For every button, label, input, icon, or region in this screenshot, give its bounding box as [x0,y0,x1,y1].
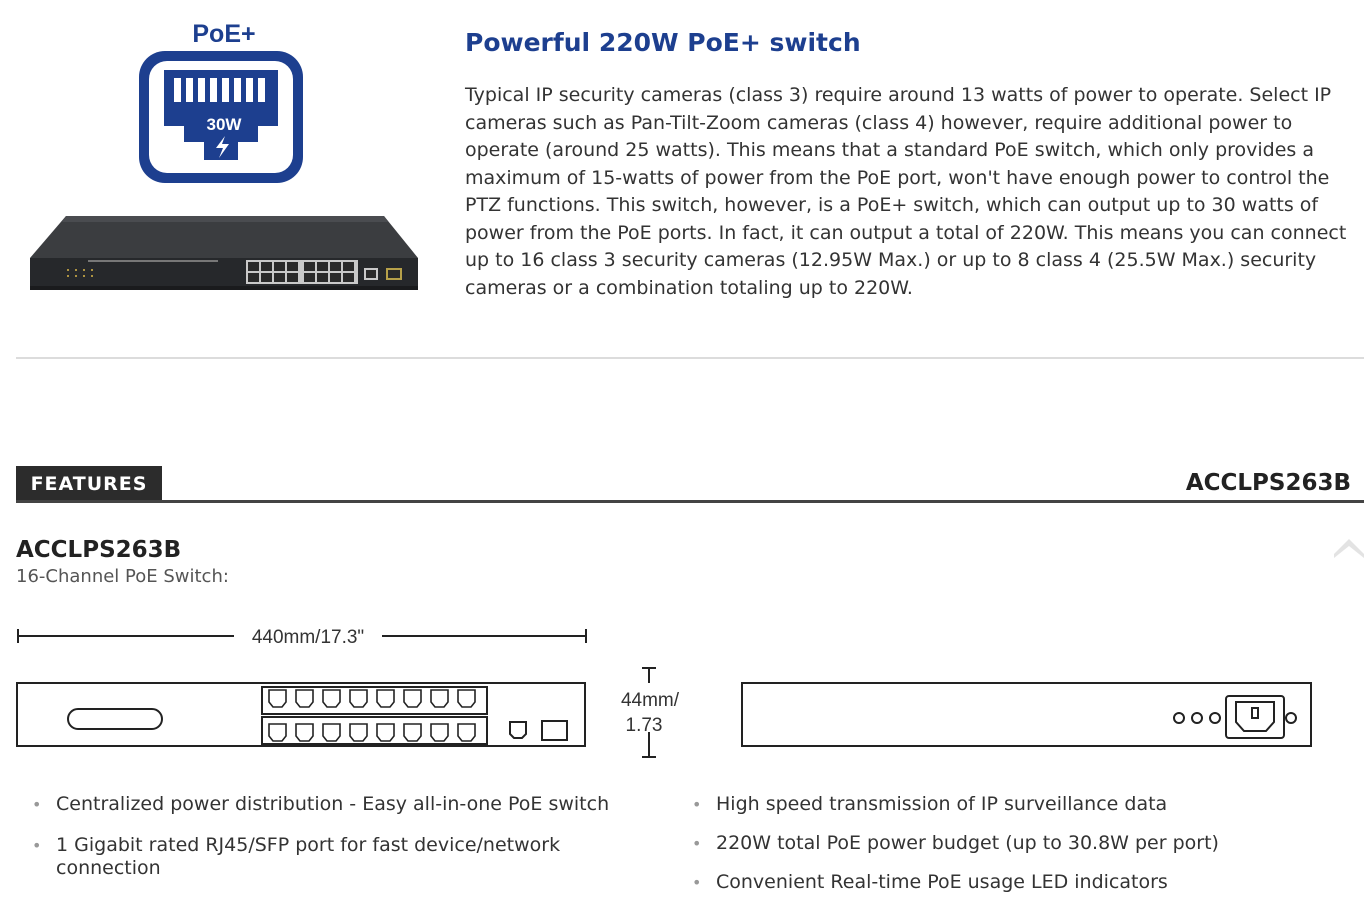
poe-plus-30w-icon: PoE+ 30W [139,20,303,183]
intro-title: Powerful 220W PoE+ switch [465,28,861,57]
intro-line: up to 16 class 3 security cameras (12.95… [465,249,1317,271]
width-dimension-label: 440mm/17.3" [252,627,364,648]
intro-line: operate (around 25 watts). This means th… [465,139,1314,161]
product-subtitle: 16-Channel PoE Switch: [16,566,229,587]
height-dimension-label-1: 44mm/ [621,690,680,711]
switch-product-photo [30,216,418,290]
poe-caption: PoE+ [192,20,255,48]
feature-item: 220W total PoE power budget (up to 30.8W… [692,832,1352,855]
intro-line: cameras such as Pan-Tilt-Zoom cameras (c… [465,111,1293,134]
features-underline [16,500,1364,503]
features-list-right: High speed transmission of IP surveillan… [692,793,1352,903]
intro-line: cameras or a combination totaling up to … [465,276,913,299]
feature-item: Centralized power distribution - Easy al… [32,793,652,816]
poe-wattage: 30W [207,115,243,134]
features-model-label: ACCLPS263B [1185,470,1351,496]
feature-item: High speed transmission of IP surveillan… [692,793,1352,816]
feature-item: Convenient Real-time PoE usage LED indic… [692,871,1352,894]
intro-line: Typical IP security cameras (class 3) re… [465,84,1332,106]
height-dimension-label-2: 1.73 [626,715,663,736]
product-model: ACCLPS263B [16,537,182,563]
intro-line: PTZ functions. This switch, however, is … [465,194,1319,216]
intro-line: power from the PoE ports. In fact, it ca… [465,221,1347,244]
features-tab[interactable]: FEATURES [16,466,162,502]
intro-line: maximum of 15-watts of power from the Po… [465,166,1330,189]
scroll-to-top-chevron-icon[interactable] [1332,534,1366,558]
intro-paragraph: Typical IP security cameras (class 3) re… [465,82,1365,302]
section-divider [16,357,1364,359]
feature-item: 1 Gigabit rated RJ45/SFP port for fast d… [32,834,652,880]
features-list-left: Centralized power distribution - Easy al… [32,793,652,898]
switch-dimension-diagram: 440mm/17.3" 44mm/ 1.73 [16,627,1312,758]
